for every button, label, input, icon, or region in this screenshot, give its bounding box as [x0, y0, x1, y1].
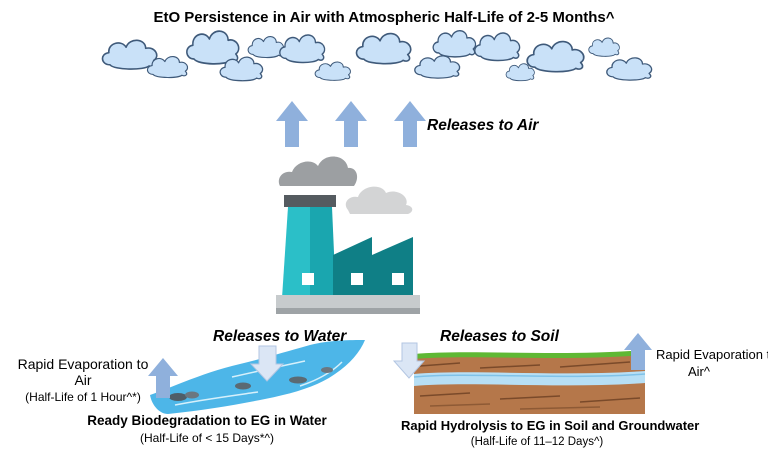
- releases-to-water-label: Releases to Water: [213, 328, 347, 345]
- soil-layer-icon: [413, 350, 646, 414]
- water-halflife-label: (Half-Life of < 15 Days*^): [139, 431, 274, 445]
- soil-evaporation-label: Rapid Evaporation to: [656, 347, 768, 362]
- cloud-icon: [414, 55, 461, 79]
- rock-icon: [289, 376, 307, 384]
- soil-evaporation-label-line2: Air^: [688, 364, 710, 379]
- air-arrows: [276, 101, 426, 147]
- up-arrow-icon: [148, 358, 178, 398]
- up-arrow-icon: [276, 101, 308, 147]
- rock-icon: [321, 367, 333, 373]
- smoke-clouds: [278, 156, 413, 214]
- water-evaporation-label-line2: Air: [74, 372, 92, 388]
- soil-hydrolysis-label: Rapid Hydrolysis to EG in Soil and Groun…: [401, 418, 700, 433]
- water-biodegradation-label: Ready Biodegradation to EG in Water: [87, 413, 327, 428]
- up-arrow-icon: [624, 333, 652, 370]
- smoke-cloud-icon: [345, 186, 413, 214]
- up-arrow-icon: [394, 101, 426, 147]
- cloud-icon: [247, 36, 285, 59]
- releases-to-air-label: Releases to Air: [427, 117, 539, 134]
- down-arrow-icon: [249, 345, 285, 382]
- river-icon: [150, 340, 365, 414]
- rock-icon: [235, 382, 251, 390]
- releases-to-soil-label: Releases to Soil: [440, 328, 559, 345]
- cloud-band: [101, 30, 653, 82]
- cloud-icon: [474, 32, 521, 62]
- diagram-title: EtO Persistence in Air with Atmospheric …: [153, 9, 615, 26]
- factory-icon: [276, 195, 420, 314]
- water-evaporation-label: Rapid Evaporation to: [17, 356, 149, 372]
- cloud-icon: [526, 40, 585, 73]
- cloud-icon: [606, 57, 653, 81]
- cloud-icon: [101, 39, 158, 70]
- down-arrow-icon: [392, 342, 426, 379]
- rock-icon: [169, 393, 187, 401]
- cloud-icon: [314, 61, 352, 81]
- cloud-icon: [432, 30, 477, 58]
- smoke-cloud-icon: [278, 156, 358, 186]
- up-arrow-icon: [335, 101, 367, 147]
- cloud-icon: [279, 34, 326, 64]
- cloud-icon: [355, 32, 412, 65]
- cloud-icon: [588, 37, 620, 57]
- soil-halflife-label: (Half-Life of 11–12 Days^): [470, 436, 604, 448]
- water-evaporation-halflife: (Half-Life of 1 Hour^*): [25, 390, 141, 404]
- rock-icon: [185, 391, 199, 399]
